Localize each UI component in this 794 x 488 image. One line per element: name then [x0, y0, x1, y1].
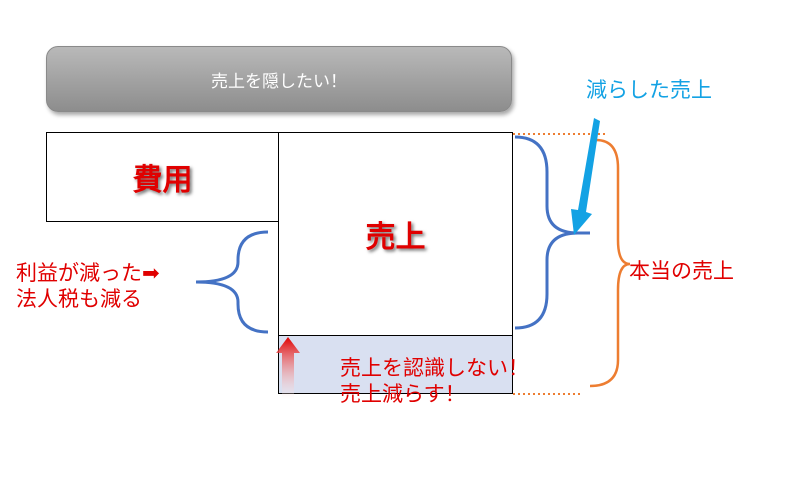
expense-label: 費用	[132, 163, 193, 198]
title-text: 売上を隠したい！	[211, 71, 347, 92]
orange-brace	[589, 138, 631, 388]
profit-note: 利益が減った➡ 法人税も減る	[16, 260, 160, 312]
true-sales-label: 本当の売上	[629, 259, 734, 283]
cyan-arrow	[571, 118, 600, 235]
profit-note-line2: 法人税も減る	[16, 287, 142, 311]
profit-note-text: 利益が減った	[16, 261, 142, 285]
red-up-arrow	[276, 337, 300, 400]
not-recognized-note: 売上を認識しない！ 売上減らす！	[340, 355, 529, 407]
blue-brace-right	[514, 135, 579, 330]
title-banner: 売上を隠したい！	[46, 46, 512, 112]
profit-note-line1: 利益が減った➡	[16, 260, 160, 286]
expense-box: 費用	[46, 132, 279, 222]
hidden-sales-box	[278, 335, 513, 394]
not-recognized-line1: 売上を認識しない！	[340, 356, 529, 380]
sales-label: 売上	[365, 220, 426, 255]
not-recognized-line2: 売上減らす！	[340, 382, 466, 406]
reduced-sales-label: 減らした売上	[586, 78, 712, 102]
sales-box: 売上	[278, 132, 513, 336]
blue-brace-left	[195, 230, 269, 334]
right-arrow-icon: ➡	[142, 261, 160, 285]
